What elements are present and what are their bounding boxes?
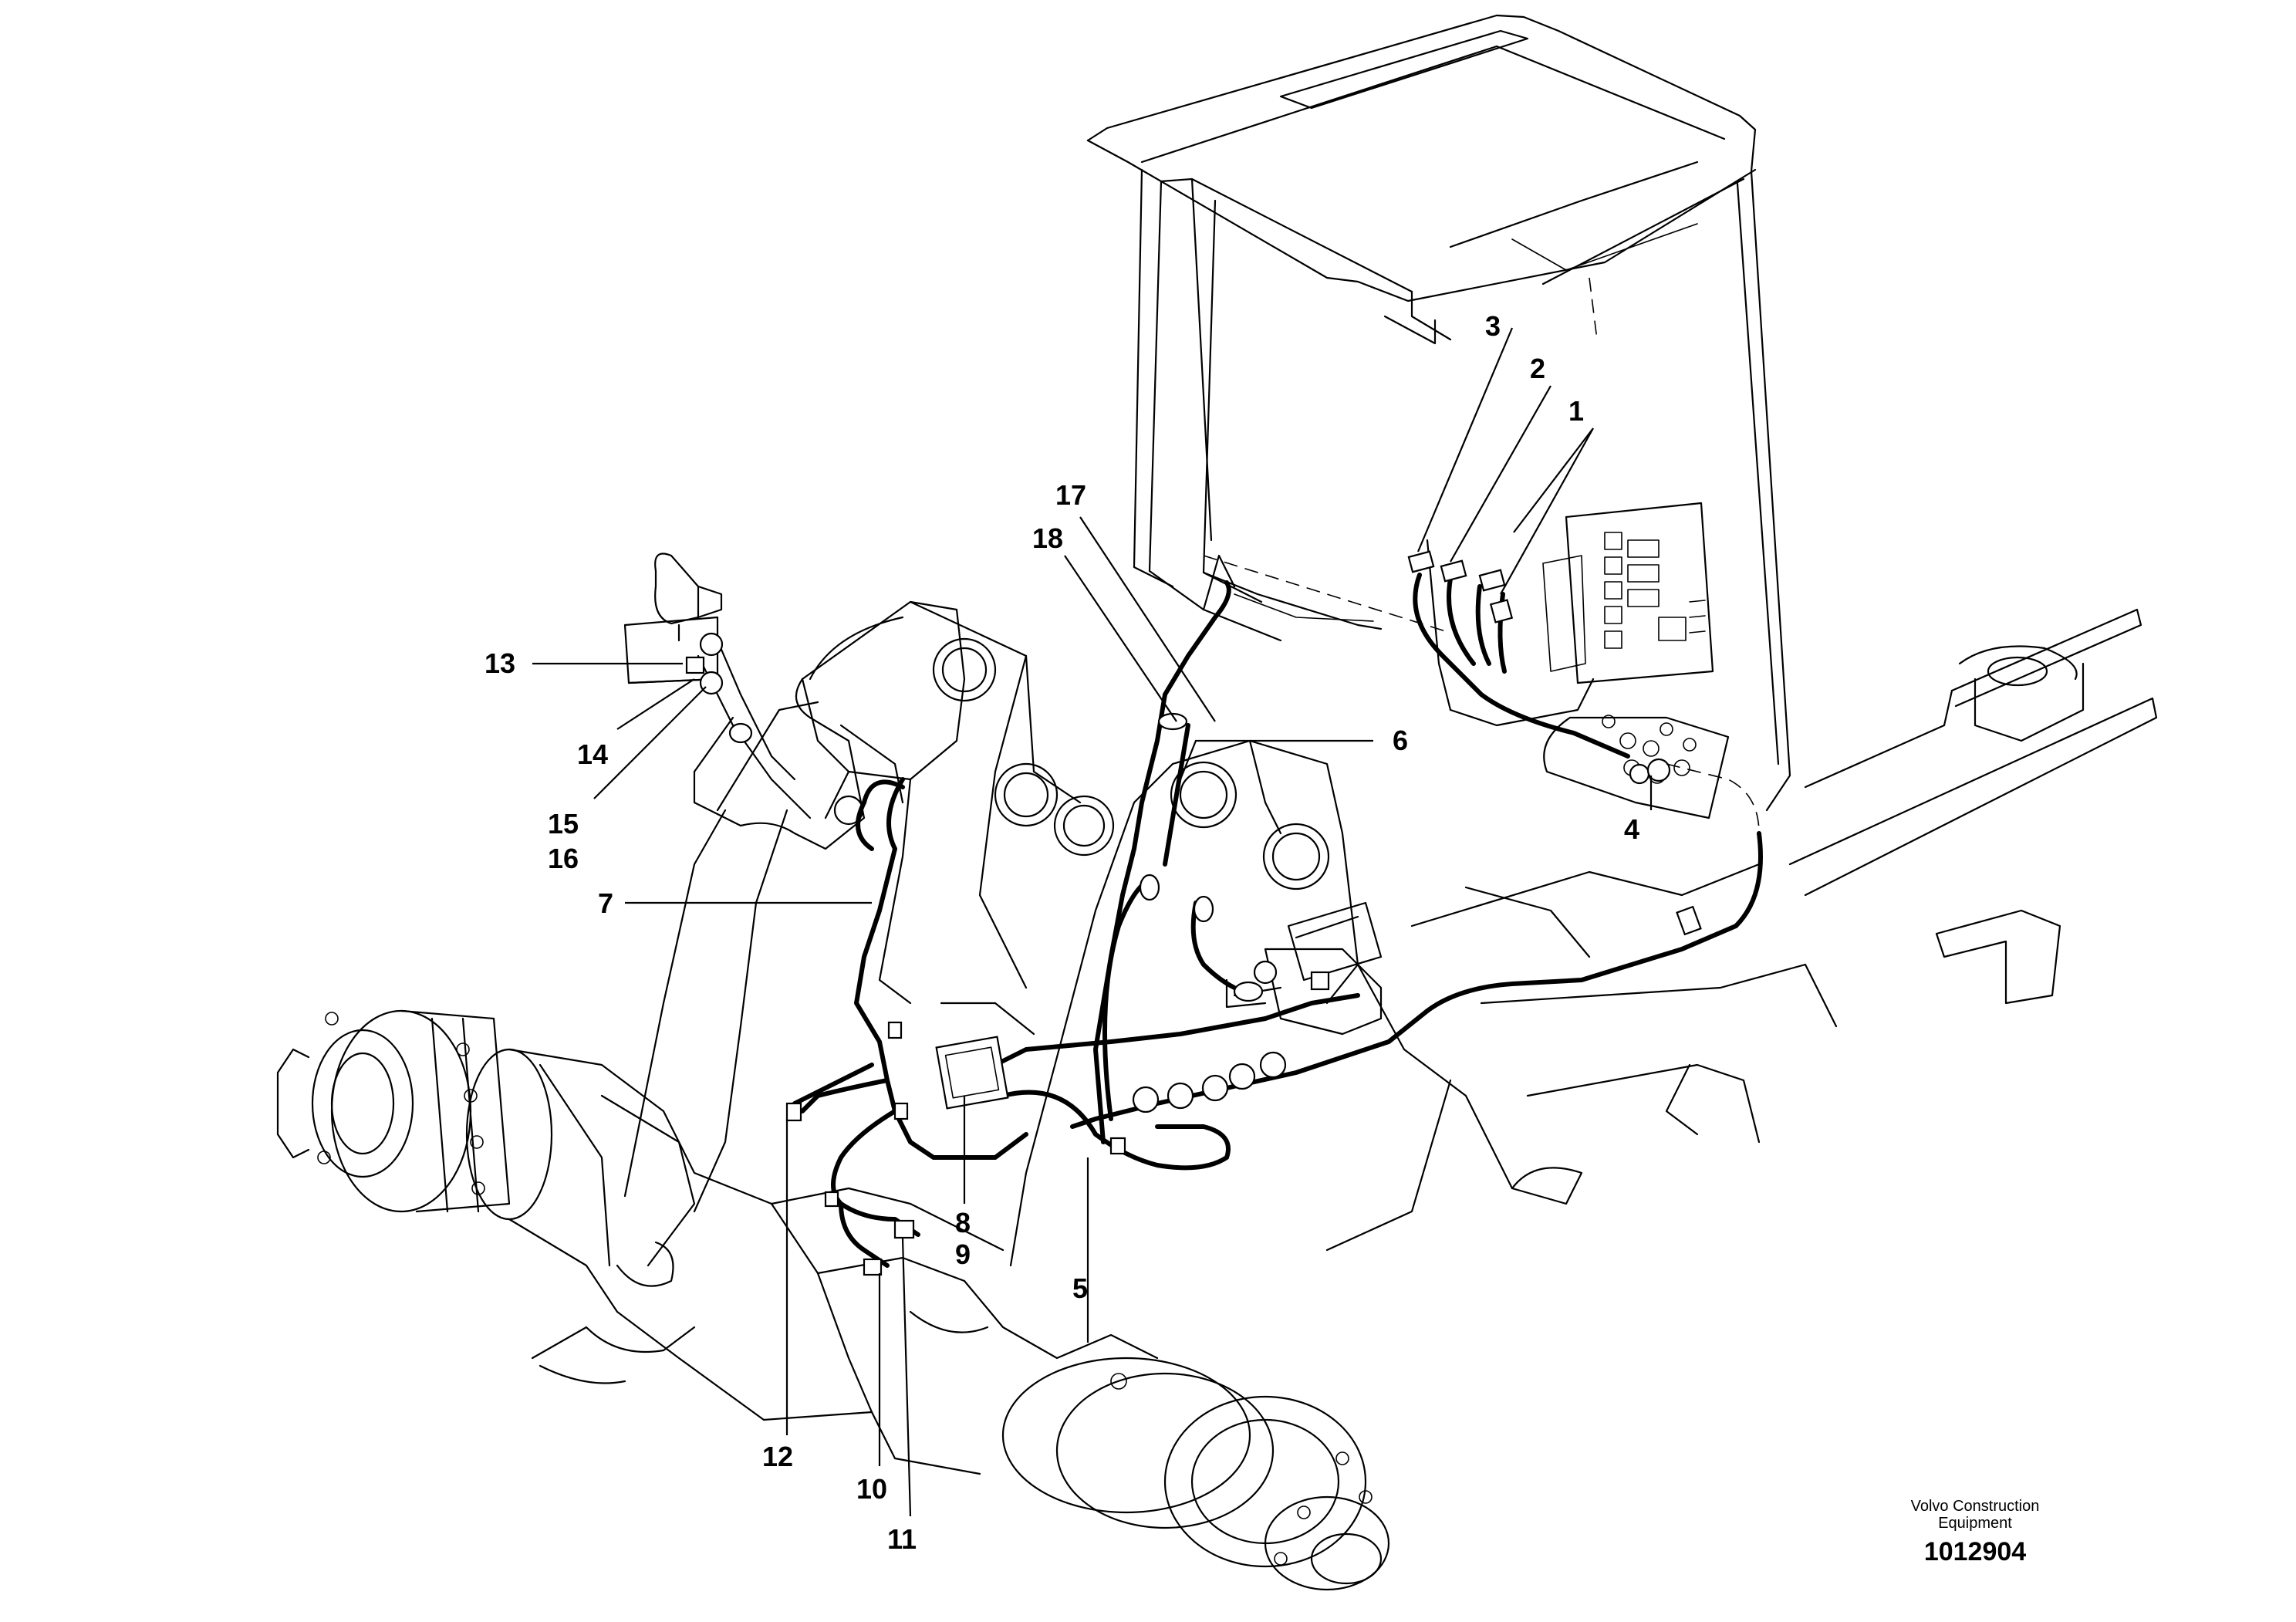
credit-line-2: Equipment: [1938, 1515, 2012, 1532]
callout-8: 8: [955, 1207, 971, 1238]
callout-15: 15: [548, 808, 579, 840]
callout-5: 5: [1072, 1272, 1088, 1304]
callout-11: 11: [887, 1523, 917, 1555]
callout-7: 7: [598, 887, 613, 919]
callout-18: 18: [1032, 522, 1063, 554]
loader-frame: [623, 600, 1514, 1267]
callout-14: 14: [577, 738, 608, 770]
callout-17: 17: [1055, 479, 1086, 511]
work-lamp-right: [1225, 901, 1383, 1036]
fuse-panel: [1542, 502, 1714, 684]
footer-credit: Volvo Construction Equipment 1012904: [1911, 1498, 2040, 1566]
part-number: 1012904: [1924, 1537, 2026, 1566]
callout-1: 1: [1568, 395, 1584, 427]
leader-lines: [532, 327, 1653, 1517]
callout-13: 13: [485, 647, 515, 679]
bulkhead-plate: [1543, 715, 1730, 819]
callout-9: 9: [955, 1238, 971, 1270]
callout-labels: 3 2 1 17 18 13 14 15 16 6 4 7 8 9 5 12 1…: [485, 310, 1639, 1555]
connectors: [685, 550, 1702, 1276]
callout-10: 10: [856, 1473, 887, 1505]
rear-frame: [1325, 608, 2158, 1252]
callout-6: 6: [1393, 725, 1408, 756]
boom-arm: [693, 616, 904, 850]
callout-12: 12: [762, 1441, 793, 1472]
cab-drawing: [1086, 14, 1791, 812]
callout-4: 4: [1624, 813, 1639, 845]
callout-2: 2: [1530, 353, 1545, 384]
credit-line-1: Volvo Construction: [1911, 1498, 2040, 1515]
callout-16: 16: [548, 843, 579, 874]
callout-3: 3: [1485, 310, 1501, 342]
wiring-harness: [792, 573, 1763, 1268]
front-axle: [276, 1009, 1390, 1591]
